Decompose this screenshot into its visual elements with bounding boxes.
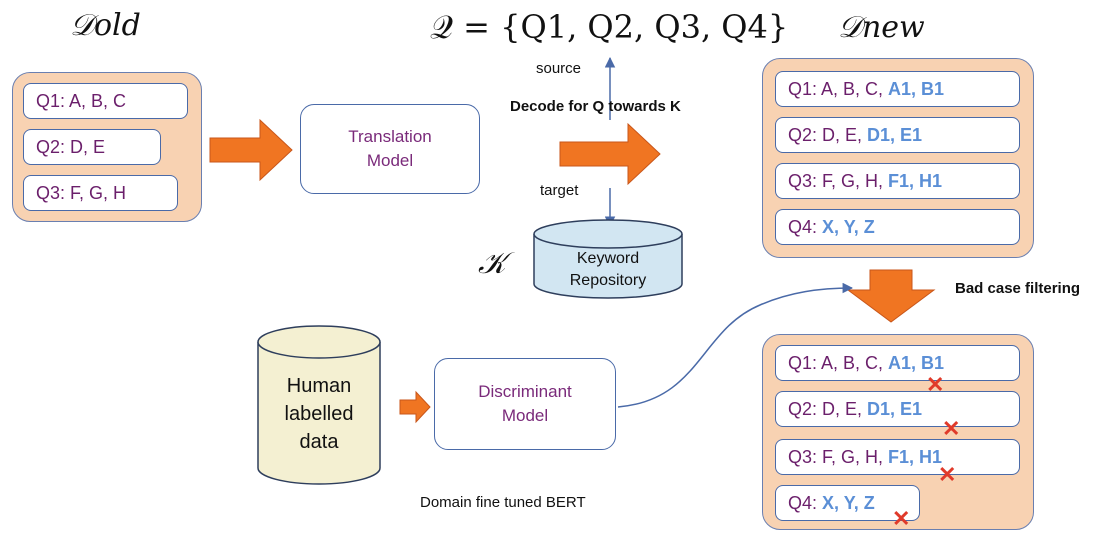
old-query-box: Q3: F, G, H xyxy=(23,175,178,211)
reject-x-icon: ✕ xyxy=(938,462,957,487)
filtered-query-box: Q3: F, G, H,F1, H1 xyxy=(775,439,1020,475)
bert-label: Domain fine tuned BERT xyxy=(420,494,586,511)
query-set-header: 𝒬 = {Q1, Q2, Q3, Q4} xyxy=(430,8,789,46)
new-query-box: Q4:X, Y, Z xyxy=(775,209,1020,245)
decode-label: Decode for Q towards K xyxy=(510,98,681,115)
reject-x-icon: ✕ xyxy=(942,416,961,441)
orange-arrow-1 xyxy=(209,118,293,182)
filtered-query-box: Q4:X, Y, Z xyxy=(775,485,920,521)
filtered-query-box: Q2: D, E,D1, E1 xyxy=(775,391,1020,427)
new-query-box: Q3: F, G, H,F1, H1 xyxy=(775,163,1020,199)
keyword-repository-label: Keyword Repository xyxy=(569,250,647,289)
d-old-panel: Q1: A, B, C Q2: D, E Q3: F, G, H xyxy=(12,72,202,222)
old-query-box: Q1: A, B, C xyxy=(23,83,188,119)
translation-model: Translation Model xyxy=(300,104,480,194)
old-query-box: Q2: D, E xyxy=(23,129,161,165)
d-new-header: 𝒟new xyxy=(838,10,925,45)
human-data-label: Human labelled data xyxy=(284,375,354,453)
orange-arrow-down xyxy=(846,269,936,323)
discriminant-curve xyxy=(617,282,854,408)
source-label: source xyxy=(536,60,582,77)
target-label: target xyxy=(540,182,579,199)
bad-case-label: Bad case filtering xyxy=(955,280,1081,297)
keyword-repository-cylinder xyxy=(533,219,683,299)
d-old-header: 𝒟old xyxy=(70,8,141,43)
human-data-cylinder xyxy=(257,325,381,485)
orange-arrow-small xyxy=(399,390,431,424)
filtered-panel: Q1: A, B, C,A1, B1 Q2: D, E,D1, E1 Q3: F… xyxy=(762,334,1034,530)
reject-x-icon: ✕ xyxy=(926,372,945,397)
d-new-panel: Q1: A, B, C,A1, B1 Q2: D, E,D1, E1 Q3: F… xyxy=(762,58,1034,258)
discriminant-model: Discriminant Model xyxy=(434,358,616,450)
filtered-query-box: Q1: A, B, C,A1, B1 xyxy=(775,345,1020,381)
new-query-box: Q1: A, B, C,A1, B1 xyxy=(775,71,1020,107)
new-query-box: Q2: D, E,D1, E1 xyxy=(775,117,1020,153)
k-symbol: 𝒦 xyxy=(478,246,506,281)
reject-x-icon: ✕ xyxy=(892,506,911,531)
orange-arrow-2 xyxy=(559,122,661,186)
